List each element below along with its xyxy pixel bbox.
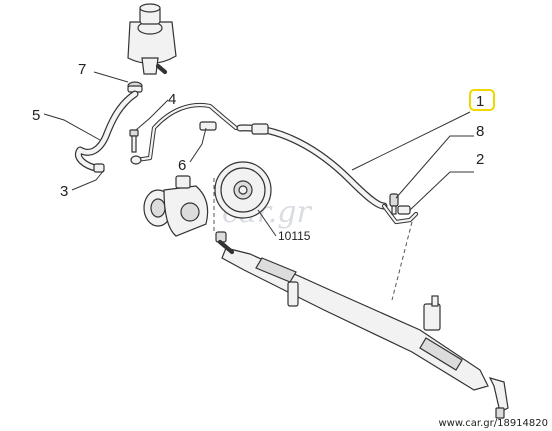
footer-source: www.car.gr/18914820 — [438, 418, 548, 429]
leader-10115 — [257, 209, 277, 237]
callout-3: 3 — [60, 183, 68, 200]
pressure-pipe-6 — [130, 102, 239, 165]
callout-1-highlight — [469, 89, 495, 111]
hose-clamp-7 — [127, 81, 143, 93]
callout-2: 2 — [476, 151, 484, 168]
leader-8 — [395, 135, 474, 199]
leader-2 — [409, 171, 474, 211]
callout-8: 8 — [476, 123, 484, 140]
leader-3 — [71, 169, 105, 191]
fluid-reservoir — [127, 3, 177, 75]
union-2 — [397, 205, 411, 215]
callout-5: 5 — [32, 107, 40, 124]
leader-5 — [43, 113, 101, 141]
leader-1 — [351, 111, 471, 171]
callout-1: 1 — [476, 93, 484, 110]
pressure-hose-assembly-1 — [236, 123, 419, 225]
callout-7: 7 — [78, 61, 86, 78]
callout-4: 4 — [168, 91, 176, 108]
leader-6 — [189, 127, 207, 163]
callout-6: 6 — [178, 157, 186, 174]
leader-4 — [135, 99, 169, 131]
banjo-bolt-4 — [129, 129, 139, 153]
fitting-8 — [389, 193, 399, 215]
leader-7 — [93, 71, 129, 83]
callout-10115: 10115 — [278, 229, 311, 243]
return-hose-5 — [75, 90, 139, 173]
pulley-10115 — [214, 161, 272, 219]
steering-rack — [215, 231, 509, 419]
power-steering-pump — [143, 175, 209, 237]
dashed-line-rack — [391, 221, 413, 301]
